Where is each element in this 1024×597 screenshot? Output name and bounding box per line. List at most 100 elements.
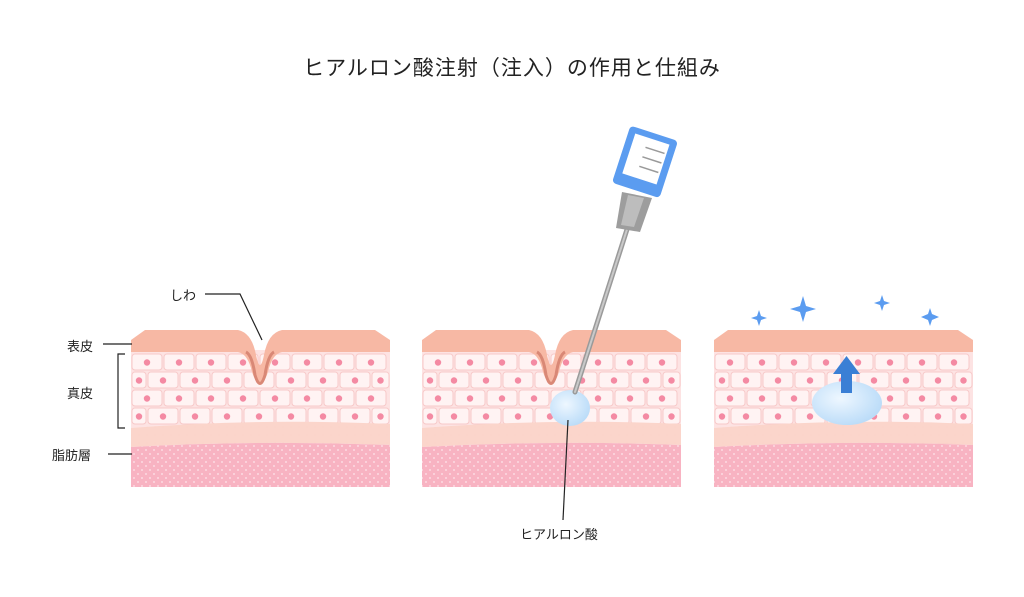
cell-nucleus bbox=[610, 413, 618, 420]
cell-nucleus bbox=[466, 359, 474, 366]
cell-nucleus bbox=[450, 377, 458, 384]
cell-nucleus bbox=[159, 377, 167, 384]
hyaluronic-blob bbox=[550, 390, 590, 426]
cell-nucleus bbox=[434, 359, 442, 366]
leader-lines bbox=[103, 293, 569, 521]
cell-nucleus bbox=[351, 377, 359, 384]
cell-nucleus bbox=[718, 413, 726, 420]
cell-nucleus bbox=[175, 359, 183, 366]
cell-nucleus bbox=[377, 413, 384, 420]
panel-injection bbox=[422, 126, 681, 487]
cell-nucleus bbox=[377, 377, 384, 384]
cell-nucleus bbox=[514, 413, 522, 420]
cell-nucleus bbox=[335, 359, 343, 366]
cell-nucleus bbox=[319, 377, 327, 384]
hyaluronic-volume bbox=[812, 381, 882, 425]
cell-nucleus bbox=[562, 359, 570, 366]
hyaluronic-leader bbox=[562, 419, 569, 521]
cell-nucleus bbox=[668, 413, 675, 420]
cell-nucleus bbox=[658, 359, 666, 366]
cell-nucleus bbox=[191, 413, 199, 420]
cell-nucleus bbox=[367, 395, 375, 402]
cell-nucleus bbox=[223, 377, 231, 384]
cell-nucleus bbox=[918, 359, 926, 366]
cell-nucleus bbox=[207, 395, 215, 402]
cell-nucleus bbox=[351, 413, 359, 420]
cell-nucleus bbox=[642, 377, 650, 384]
cell-nucleus bbox=[335, 395, 343, 402]
fat-layer-label: 脂肪層 bbox=[52, 449, 92, 464]
cell-nucleus bbox=[806, 413, 814, 420]
cell-nucleus bbox=[530, 359, 538, 366]
cell-nucleus bbox=[902, 377, 910, 384]
cell-nucleus bbox=[159, 413, 167, 420]
cell-nucleus bbox=[426, 377, 434, 384]
cell-nucleus bbox=[668, 377, 675, 384]
wrinkle-fold bbox=[536, 350, 566, 385]
sparkle-icon bbox=[874, 295, 890, 311]
cell-nucleus bbox=[482, 413, 490, 420]
panel-wrinkle bbox=[131, 330, 390, 487]
cell-nucleus bbox=[223, 413, 231, 420]
cell-nucleus bbox=[482, 377, 490, 384]
cell-nucleus bbox=[514, 377, 522, 384]
panel-result bbox=[714, 295, 973, 487]
cell-nucleus bbox=[271, 395, 279, 402]
cell-nucleus bbox=[886, 395, 894, 402]
cell-nucleus bbox=[303, 359, 311, 366]
cell-nucleus bbox=[718, 377, 726, 384]
cell-nucleus bbox=[207, 359, 215, 366]
cell-nucleus bbox=[822, 359, 830, 366]
cell-nucleus bbox=[610, 377, 618, 384]
cell-nucleus bbox=[450, 413, 458, 420]
cell-nucleus bbox=[498, 359, 506, 366]
wrinkle-leader bbox=[205, 293, 263, 341]
cell-nucleus bbox=[175, 395, 183, 402]
cell-nucleus bbox=[239, 359, 247, 366]
wrinkle-fold bbox=[245, 350, 275, 385]
dermis-cells bbox=[422, 353, 681, 425]
cell-nucleus bbox=[530, 395, 538, 402]
cell-nucleus bbox=[960, 413, 967, 420]
cell-nucleus bbox=[758, 359, 766, 366]
cell-nucleus bbox=[367, 359, 375, 366]
cell-nucleus bbox=[287, 413, 295, 420]
cell-nucleus bbox=[191, 377, 199, 384]
lift-arrow-icon bbox=[833, 356, 860, 393]
wrinkle-label: しわ bbox=[170, 289, 197, 304]
sparkle-icons bbox=[751, 295, 939, 326]
cell-nucleus bbox=[790, 395, 798, 402]
cell-nucleus bbox=[790, 359, 798, 366]
hyaluronic-acid-label: ヒアルロン酸 bbox=[520, 528, 598, 543]
cell-nucleus bbox=[870, 377, 878, 384]
cell-nucleus bbox=[886, 359, 894, 366]
dermis-label: 真皮 bbox=[67, 387, 94, 402]
dermis-bracket bbox=[117, 353, 125, 429]
cell-nucleus bbox=[135, 377, 143, 384]
cell-nucleus bbox=[319, 413, 327, 420]
cell-nucleus bbox=[960, 377, 967, 384]
cell-nucleus bbox=[434, 395, 442, 402]
cell-nucleus bbox=[902, 413, 910, 420]
sparkle-icon bbox=[790, 296, 816, 322]
cell-nucleus bbox=[143, 359, 151, 366]
cell-nucleus bbox=[774, 377, 782, 384]
epidermis-layer bbox=[131, 330, 390, 384]
cell-nucleus bbox=[758, 395, 766, 402]
cell-nucleus bbox=[271, 359, 279, 366]
cell-nucleus bbox=[934, 413, 942, 420]
cell-nucleus bbox=[774, 413, 782, 420]
cell-nucleus bbox=[594, 359, 602, 366]
cell-nucleus bbox=[135, 413, 143, 420]
dermis-cells bbox=[131, 353, 390, 425]
cell-nucleus bbox=[303, 395, 311, 402]
cell-nucleus bbox=[726, 359, 734, 366]
cell-nucleus bbox=[950, 359, 958, 366]
cell-nucleus bbox=[642, 413, 650, 420]
cell-nucleus bbox=[854, 359, 862, 366]
cell-nucleus bbox=[726, 395, 734, 402]
cell-nucleus bbox=[934, 377, 942, 384]
cell-nucleus bbox=[626, 359, 634, 366]
